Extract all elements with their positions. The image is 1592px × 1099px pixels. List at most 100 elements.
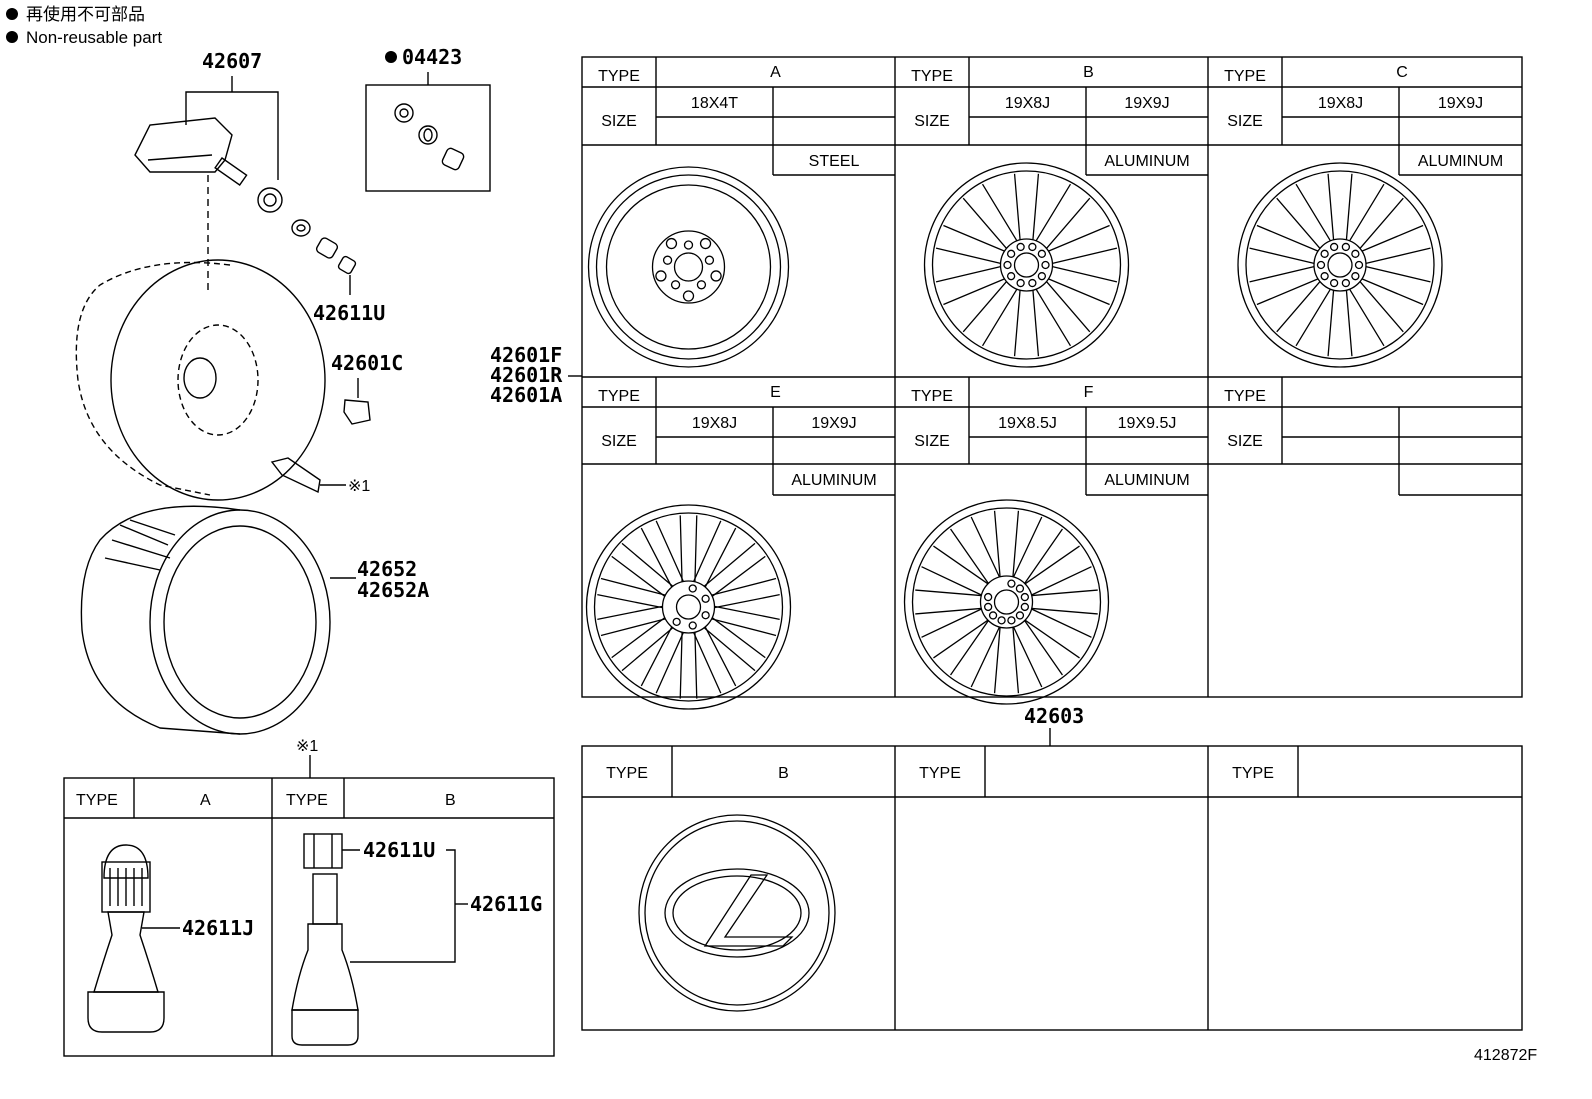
callout-42611u-table[interactable]: 42611U [363,838,435,862]
wheel-size-label: SIZE [601,433,637,450]
cap-icon [337,255,357,275]
wheel-size-1: 19X8J [692,415,737,432]
callout-42607[interactable]: 42607 [202,49,262,73]
valve-table-frame [63,777,555,1057]
wheel-size-1: 19X8J [1318,95,1363,112]
wheel-size-1: 19X8.5J [998,415,1057,432]
ornament-type-cell: TYPE [1232,746,1299,797]
hub-nut-group: 42601C [331,351,403,425]
valve-kit-group: 04423 [365,45,491,192]
wheel-material: ALUMINUM [1104,472,1189,489]
washer-icon [315,237,339,259]
wheel-material: ALUMINUM [791,472,876,489]
wheel-type-label: TYPE [911,388,953,405]
wheel-drawing-icon [1237,162,1443,368]
ornament-callout: 42603 [1024,704,1084,746]
wheel-drawing-icon [587,166,790,368]
wheel-size-1: 18X4T [691,95,738,112]
bullet-icon [6,8,18,20]
wheel-type-value: E [770,384,781,401]
wheel-material: ALUMINUM [1104,153,1189,170]
wheel-type-label: TYPE [1224,388,1266,405]
diagram-id: 412872F [1474,1047,1537,1064]
valve-stem-group: ※1 [270,457,370,495]
callout-04423[interactable]: 04423 [402,45,462,69]
valve-type-a: A [200,792,211,809]
callout-42611g[interactable]: 42611G [470,892,542,916]
valve-table-ref[interactable]: ※1 [296,738,318,755]
wheel-size-label: SIZE [914,433,950,450]
wheel-size-1: 19X8J [1005,95,1050,112]
callout-42601a[interactable]: 42601A [490,383,562,407]
wheel-material: ALUMINUM [1418,153,1503,170]
lexus-emblem-icon [638,814,836,1012]
wheel-drawing-icon [923,162,1130,368]
valve-kit-box [365,84,491,192]
ornament-type-cell: TYPE B [606,746,836,1012]
wheel-type-label: TYPE [598,68,640,85]
valve-type-b: B [445,792,456,809]
legend: 再使用不可部品 Non-reusable part [6,4,162,47]
callout-42601c[interactable]: 42601C [331,351,403,375]
legend-line-jp: 再使用不可部品 [26,4,145,24]
valve-stem-icon [270,457,321,494]
ornament-table: TYPE B TYPE TYPE [581,745,1523,1031]
valve-type-label-a: TYPE [76,792,118,809]
callout-42611u-top[interactable]: 42611U [313,301,385,325]
callout-42652[interactable]: 42652 [357,557,417,581]
ornament-type-cell: TYPE [919,746,986,797]
wheel-size-label: SIZE [601,113,637,130]
wheel-type-label: TYPE [1224,68,1266,85]
callout-ref-1[interactable]: ※1 [348,478,370,495]
callout-42652a[interactable]: 42652A [357,578,429,602]
ornament-type-label: TYPE [606,765,648,782]
wheel-size-2: 19X9J [1438,95,1483,112]
valve-b-icon [291,833,468,1046]
grommet-icon [291,219,311,237]
legend-line-en: Non-reusable part [26,28,162,47]
wheel-type-label: TYPE [911,68,953,85]
tire-icon [80,505,331,735]
ornament-type-value: B [778,765,789,782]
wheel-type-value: F [1084,384,1094,401]
wheel-size-label: SIZE [1227,433,1263,450]
sensor-nut-icon [257,187,283,213]
callout-42601f[interactable]: 42601F [490,343,562,367]
wheel-size-2: 19X9J [811,415,856,432]
wheel-type-value: A [770,64,781,81]
wheel-assembly-icon [75,259,326,501]
wheel-type-label: TYPE [598,388,640,405]
tpms-sensor-group: 42607 [134,49,283,290]
valve-type-label-b: TYPE [286,792,328,809]
valve-parts-chain: 42611U [291,219,385,325]
bullet-icon [6,31,18,43]
hub-nut-icon [343,399,371,425]
wheel-type-cell: TYPE SIZE [1208,377,1522,496]
ornament-type-label: TYPE [919,765,961,782]
callout-42611j[interactable]: 42611J [182,916,254,940]
tpms-sensor-icon [134,117,233,173]
wheel-drawing-icon [585,504,792,710]
wheel-size-label: SIZE [1227,113,1263,130]
tire-callouts: 42652 42652A [330,557,429,602]
wheel-type-value: C [1396,64,1408,81]
valve-kit-grommet-icon [394,103,414,123]
valve-table: ※1 TYPE A TYPE B 42611J [63,738,555,1057]
wheel-type-cell: TYPE SIZE E 19X8J 19X9J ALUMINUM [582,377,895,710]
wheel-size-2: 19X9.5J [1118,415,1177,432]
wheel-type-value: B [1083,64,1094,81]
wheel-type-cell: TYPE SIZE F 19X8.5J 19X9.5J ALUMINUM [895,377,1208,705]
callout-42601r[interactable]: 42601R [490,363,563,387]
ornament-type-label: TYPE [1232,765,1274,782]
callout-42603[interactable]: 42603 [1024,704,1084,728]
wheel-type-cell: TYPE SIZE C 19X8J 19X9J ALUMINUM [1208,57,1522,368]
wheel-drawing-icon [903,499,1110,705]
ornament-table-frame [581,745,1523,1031]
wheel-callouts: 42601F 42601R 42601A [490,343,582,407]
valve-kit-washer-icon [418,125,438,145]
sensor-stem [214,157,248,187]
